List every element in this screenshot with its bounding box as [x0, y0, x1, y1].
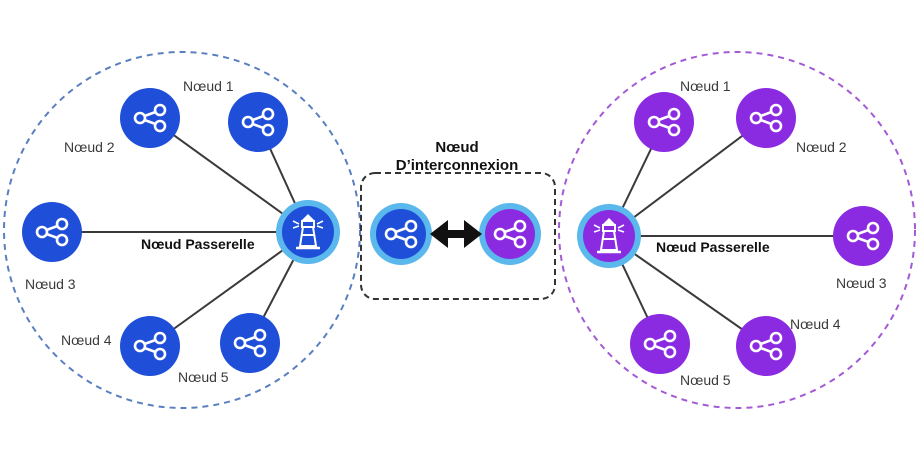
right-node-5-label: Nœud 5: [680, 372, 731, 388]
right-network-boundary: [558, 51, 916, 409]
right-node-2-label: Nœud 2: [796, 139, 847, 155]
link-node-4: [149, 231, 309, 347]
left-node-4: [120, 316, 180, 376]
double-arrow-icon: [430, 220, 482, 248]
right-node-4-label: Nœud 4: [790, 316, 841, 332]
right-node-5: [630, 314, 690, 374]
interconnect-left-node: [370, 203, 432, 265]
right-network: Nœud 1 Nœud 2 Nœud 3 Nœud 4 Nœud 5 Nœud …: [558, 51, 916, 409]
right-gateway-label: Nœud Passerelle: [656, 239, 770, 255]
left-node-2-label: Nœud 2: [64, 139, 115, 155]
interconnect-box: [360, 172, 556, 300]
right-node-1: [634, 92, 694, 152]
right-node-4: [736, 316, 796, 376]
link-node-2: [149, 117, 309, 233]
left-node-5-label: Nœud 5: [178, 369, 229, 385]
interconnect-title-line2: D’interconnexion: [396, 157, 519, 174]
interconnect-right-node: [479, 203, 541, 265]
left-network: Nœud 1 Nœud 2 Nœud 3 Nœud 4 Nœud 5 Nœud …: [3, 51, 361, 409]
link-node-2: [608, 117, 767, 237]
interconnect-title-line1: Nœud: [435, 139, 478, 156]
left-node-5: [220, 313, 280, 373]
left-node-1-label: Nœud 1: [183, 78, 234, 94]
right-gateway-node: [577, 204, 641, 268]
right-node-1-label: Nœud 1: [680, 78, 731, 94]
left-node-1: [228, 92, 288, 152]
right-node-2: [736, 88, 796, 148]
right-node-3-label: Nœud 3: [836, 275, 887, 291]
left-node-2: [120, 88, 180, 148]
left-gateway-node: [276, 200, 340, 264]
left-gateway-label: Nœud Passerelle: [141, 236, 255, 252]
right-node-3: [833, 206, 893, 266]
interconnect-group: Nœud D’interconnexion: [360, 139, 556, 300]
left-node-3-label: Nœud 3: [25, 276, 76, 292]
left-node-3: [22, 202, 82, 262]
left-node-4-label: Nœud 4: [61, 332, 112, 348]
